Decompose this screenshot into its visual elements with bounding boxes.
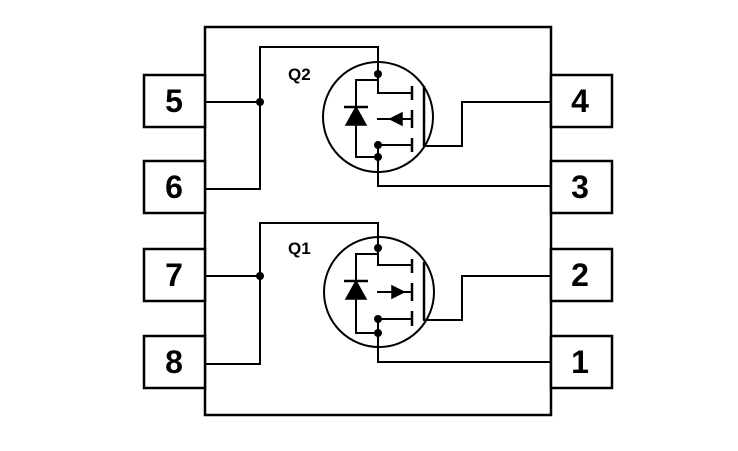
q1-gate-wire bbox=[423, 275, 552, 321]
q1-diode-triangle bbox=[344, 279, 368, 300]
pin-5-label: 5 bbox=[165, 83, 183, 119]
q1-body-arrow bbox=[391, 284, 406, 300]
pin-8-box bbox=[142, 334, 207, 390]
pin-6-label: 6 bbox=[165, 169, 183, 205]
q2-drain-bus bbox=[204, 46, 379, 190]
pin-8: 8 bbox=[142, 334, 207, 390]
pin-6-box bbox=[142, 159, 207, 215]
pin-4: 4 bbox=[549, 73, 614, 129]
pin-2: 2 bbox=[549, 247, 614, 303]
q1-source-wire bbox=[377, 318, 552, 363]
q2-source-node-2 bbox=[374, 153, 382, 161]
pin-6: 6 bbox=[142, 159, 207, 215]
pin-7-label: 7 bbox=[165, 257, 183, 293]
q2-gate-wire bbox=[423, 101, 552, 147]
pin-1: 1 bbox=[549, 334, 614, 390]
pin-3: 3 bbox=[549, 159, 614, 215]
q1-drain-bus bbox=[204, 222, 379, 365]
q2-label: Q2 bbox=[288, 65, 311, 84]
q1-source-node-2 bbox=[374, 329, 382, 337]
pin-7: 7 bbox=[142, 247, 207, 303]
q1-source-node-1 bbox=[374, 315, 382, 323]
pin-3-label: 3 bbox=[571, 169, 589, 205]
pin-1-label: 1 bbox=[571, 344, 589, 380]
pin-5: 5 bbox=[142, 73, 207, 129]
pin-5-box bbox=[142, 73, 207, 129]
q1-drain-junction bbox=[256, 272, 264, 280]
q2-drain-junction bbox=[256, 98, 264, 106]
q1-label: Q1 bbox=[288, 239, 311, 258]
mosfet-q1: Q1 bbox=[204, 222, 552, 365]
q2-source-wire bbox=[377, 144, 552, 187]
mosfet-q2: Q2 bbox=[204, 46, 552, 190]
q2-body-arrow bbox=[388, 111, 403, 127]
pin-3-box bbox=[549, 159, 614, 215]
q2-source-node-1 bbox=[374, 141, 382, 149]
pin-2-label: 2 bbox=[571, 257, 589, 293]
pin-4-label: 4 bbox=[571, 83, 589, 119]
pin-8-label: 8 bbox=[165, 344, 183, 380]
q2-diode-triangle bbox=[344, 105, 368, 126]
